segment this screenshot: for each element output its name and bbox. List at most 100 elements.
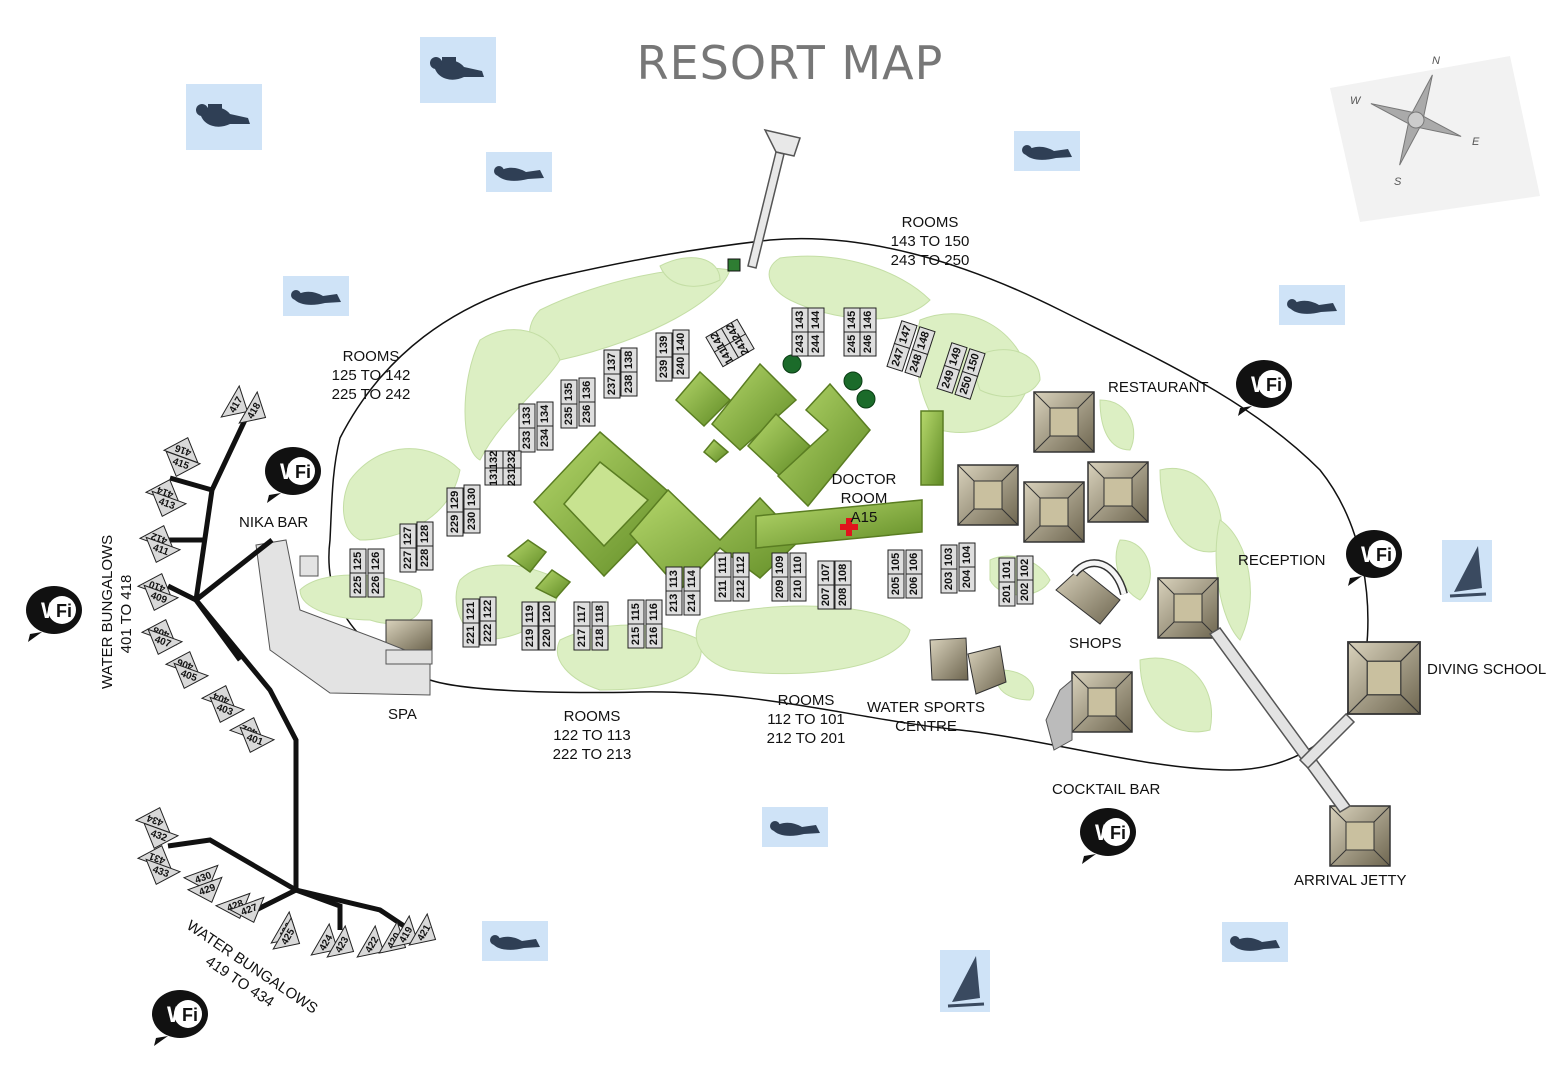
windsurf-icon bbox=[938, 948, 992, 1014]
room-number: 237 bbox=[606, 377, 618, 395]
room-number: 113 bbox=[668, 570, 680, 588]
room-number: 128 bbox=[419, 525, 431, 543]
arrival-walkway bbox=[1208, 627, 1356, 813]
bungalow: 405 bbox=[173, 662, 210, 690]
room-number: 131 bbox=[488, 468, 500, 486]
bungalow: 425 bbox=[272, 916, 301, 950]
room-number: 119 bbox=[524, 605, 536, 623]
room-number: 206 bbox=[908, 577, 920, 595]
room-number: 236 bbox=[581, 405, 593, 423]
room-number: 118 bbox=[594, 605, 606, 623]
bungalow: 416 bbox=[162, 436, 199, 464]
label-restaurant: RESTAURANT bbox=[1108, 379, 1209, 396]
room-number: 202 bbox=[1019, 583, 1031, 601]
room-number: 244 bbox=[810, 334, 822, 353]
room-number: 115 bbox=[630, 603, 642, 621]
bungalow: 433 bbox=[145, 858, 182, 886]
snorkel-icon bbox=[486, 152, 552, 192]
room-number: 225 bbox=[352, 576, 364, 594]
map-title: RESORT MAP bbox=[636, 36, 944, 90]
compass-e: E bbox=[1472, 136, 1480, 148]
room-number: 208 bbox=[837, 588, 849, 606]
compass-w: W bbox=[1350, 95, 1362, 107]
room-number: 215 bbox=[630, 627, 642, 645]
room-number: 108 bbox=[837, 564, 849, 582]
room-number: 138 bbox=[623, 351, 635, 369]
room-number: 136 bbox=[581, 381, 593, 399]
room-number: 112 bbox=[735, 556, 747, 574]
room-number: 209 bbox=[774, 580, 786, 598]
label-cocktail-bar: COCKTAIL BAR bbox=[1052, 781, 1161, 798]
room-number: 149 bbox=[947, 346, 964, 367]
label-shops: SHOPS bbox=[1069, 635, 1122, 652]
label-arrival-jetty: ARRIVAL JETTY bbox=[1294, 872, 1407, 889]
bungalow: 421 bbox=[408, 912, 437, 946]
room-number: 135 bbox=[563, 383, 575, 401]
room-number: 114 bbox=[686, 569, 698, 588]
bungalow: 415 bbox=[165, 450, 202, 478]
wifi-icon bbox=[265, 447, 321, 503]
room-number: 229 bbox=[449, 515, 461, 533]
compass-rose-icon: N E S W bbox=[1330, 55, 1540, 222]
snorkel-icon bbox=[283, 276, 349, 316]
room-number: 245 bbox=[846, 335, 858, 353]
wifi-icon bbox=[1346, 530, 1402, 586]
room-number: 122 bbox=[482, 600, 494, 618]
wifi-icon bbox=[152, 990, 208, 1046]
room-number: 201 bbox=[1001, 585, 1013, 603]
room-number: 106 bbox=[908, 553, 920, 571]
room-number: 240 bbox=[675, 357, 687, 375]
room-number: 126 bbox=[370, 552, 382, 570]
wifi-icon bbox=[1080, 808, 1136, 864]
room-number: 235 bbox=[563, 407, 575, 425]
spa-walkway bbox=[255, 539, 433, 696]
compass-s: S bbox=[1394, 176, 1402, 188]
north-jetty bbox=[747, 128, 801, 269]
bungalow: 419 bbox=[390, 914, 419, 948]
room-number: 205 bbox=[890, 577, 902, 595]
room-number: 239 bbox=[658, 360, 670, 378]
room-number: 203 bbox=[943, 572, 955, 590]
tan-buildings bbox=[385, 391, 1421, 867]
room-number: 219 bbox=[524, 629, 536, 647]
room-number: 137 bbox=[606, 353, 618, 371]
bungalow: 429 bbox=[186, 876, 223, 904]
room-number: 222 bbox=[482, 624, 494, 642]
room-number: 233 bbox=[521, 431, 533, 449]
scuba-icon bbox=[420, 37, 496, 103]
room-number: 213 bbox=[668, 594, 680, 612]
snorkel-icon bbox=[762, 807, 828, 847]
room-number: 217 bbox=[576, 629, 588, 647]
room-number: 234 bbox=[539, 428, 551, 447]
room-number: 109 bbox=[774, 556, 786, 574]
room-number: 117 bbox=[576, 605, 588, 623]
bungalow: 413 bbox=[151, 490, 188, 518]
